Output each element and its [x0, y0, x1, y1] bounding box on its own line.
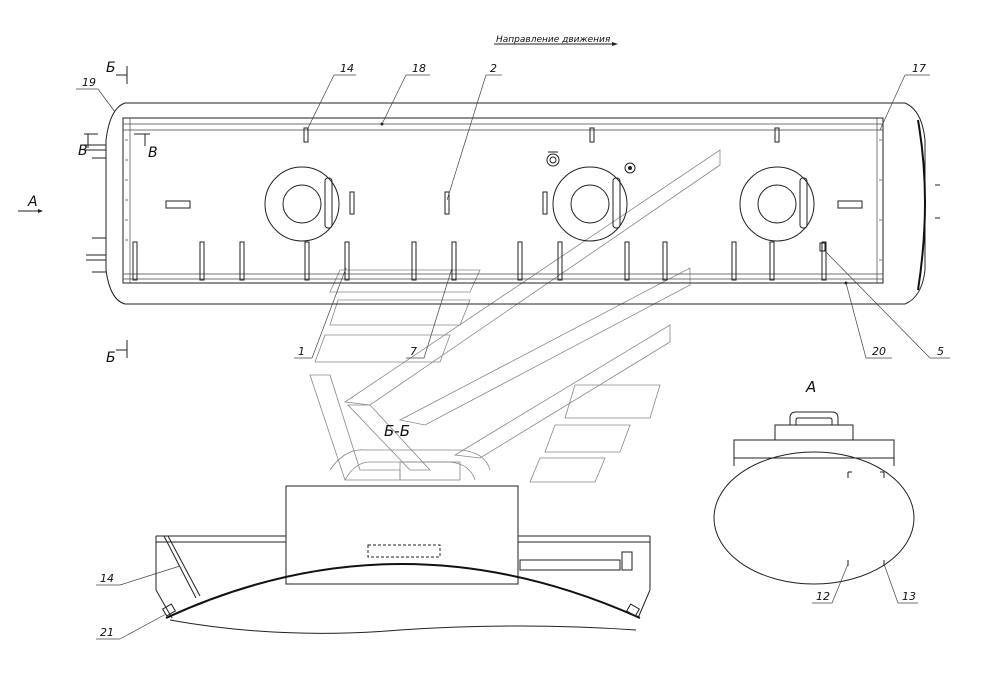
- callout-2: 2: [446, 62, 502, 201]
- view-a-title: А: [805, 378, 816, 396]
- callout-14-top: 14: [306, 62, 356, 131]
- section-b-bottom-label: Б: [106, 350, 116, 366]
- plan-view: [84, 102, 940, 305]
- callout-19-label: 19: [82, 76, 96, 89]
- view-arrow-a: А: [18, 194, 43, 213]
- callout-21-label: 21: [100, 626, 114, 639]
- callout-18: 18: [381, 62, 430, 125]
- section-mark-v: В В: [78, 133, 158, 161]
- callout-1-label: 1: [298, 345, 305, 358]
- callout-14-bottom-label: 14: [100, 572, 114, 585]
- watermark-logo: [309, 149, 721, 483]
- callout-7: 7: [406, 267, 453, 359]
- section-mark-b-top: Б: [106, 60, 128, 84]
- callout-12-label: 12: [816, 590, 830, 603]
- section-bb-view: Б-Б: [155, 422, 651, 634]
- manhole-middle: [546, 151, 636, 242]
- callout-1: 1: [294, 267, 347, 359]
- callout-14-top-label: 14: [340, 62, 354, 75]
- callout-2-label: 2: [490, 62, 497, 75]
- callout-18-label: 18: [412, 62, 426, 75]
- callout-5-label: 5: [937, 345, 944, 358]
- section-mark-b-bottom: Б: [106, 340, 128, 366]
- direction-of-travel: Направление движения: [494, 35, 618, 46]
- direction-label: Направление движения: [496, 35, 611, 45]
- callout-17: 17: [879, 62, 930, 131]
- callout-13: 13: [883, 563, 918, 604]
- callout-12: 12: [812, 563, 849, 604]
- manhole-right: [739, 166, 815, 242]
- callout-20: 20: [845, 282, 892, 359]
- callout-14-bottom: 14: [96, 565, 181, 586]
- section-b-top-label: Б: [106, 60, 116, 76]
- section-bb-title: Б-Б: [384, 422, 410, 440]
- section-v-left-label: В: [78, 143, 88, 159]
- callout-17-label: 17: [912, 62, 926, 75]
- callout-20-label: 20: [872, 345, 886, 358]
- manhole-left: [264, 166, 340, 242]
- view-a: А: [713, 378, 915, 585]
- section-v-right-label: В: [148, 145, 158, 161]
- view-a-arrow-label: А: [27, 194, 38, 210]
- callout-19: 19: [76, 76, 116, 113]
- callout-5: 5: [823, 249, 950, 359]
- callout-21: 21: [96, 613, 167, 640]
- callout-13-label: 13: [902, 590, 916, 603]
- callout-7-label: 7: [410, 345, 417, 358]
